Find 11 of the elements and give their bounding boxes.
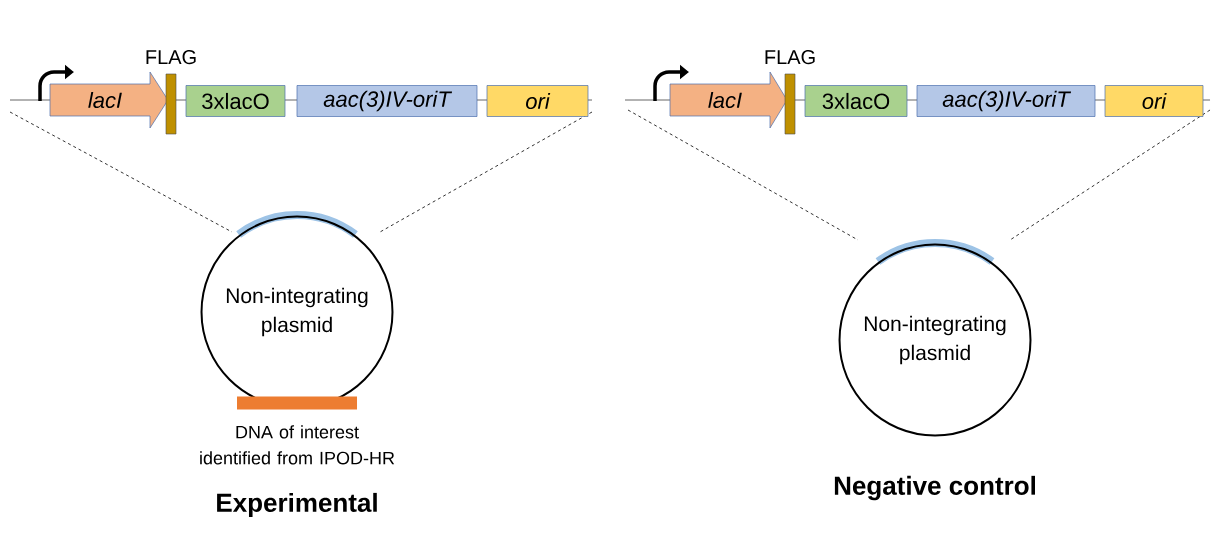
gene-box: aac(3)IV-oriT — [916, 85, 1096, 117]
gene-box: ori — [486, 85, 589, 117]
gene-box: aac(3)IV-oriT — [296, 85, 478, 117]
panel-title: Experimental — [217, 492, 377, 518]
node-label: FLAG — [765, 50, 815, 65]
gene-box: 3xlacO — [185, 85, 286, 117]
panel-title: Negative control — [834, 475, 1035, 501]
gene-box: ori — [1104, 85, 1204, 117]
gene-box: 3xlacO — [804, 85, 908, 117]
node-label: FLAG — [146, 50, 196, 65]
caption-text: DNA of interest identified from IPOD-HR — [200, 425, 395, 465]
